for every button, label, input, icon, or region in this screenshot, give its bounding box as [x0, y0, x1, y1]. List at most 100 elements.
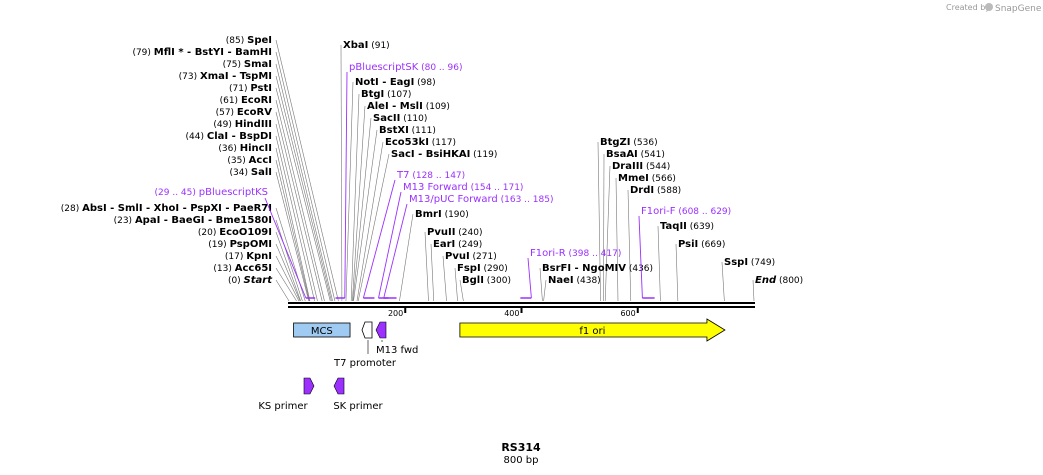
- site-smai[interactable]: (75) SmaI: [223, 59, 272, 70]
- site-ecorv[interactable]: (57) EcoRV: [216, 107, 273, 118]
- site-connector: [275, 147, 311, 302]
- site-kpni[interactable]: (17) KpnI: [225, 251, 272, 262]
- primer-pbluescriptks[interactable]: (29 .. 45) pBluescriptKS: [155, 187, 316, 299]
- site-name: NaeI: [548, 275, 574, 286]
- site-position: (544): [643, 162, 670, 172]
- site-btgi[interactable]: BtgI (107): [361, 89, 411, 100]
- site-name: EcoRI: [241, 95, 272, 106]
- site-mfli-bstyi-bamhi[interactable]: (79) MflI * - BstYI - BamHI: [132, 47, 272, 58]
- site-position: (749): [748, 258, 775, 268]
- site-label: PvuI (271): [445, 251, 497, 262]
- site-name: AccI: [249, 155, 272, 166]
- site-label: TaqII (639): [660, 221, 714, 232]
- site-absi-smli-xhoi-pspxi-paer7i[interactable]: (28) AbsI - SmlI - XhoI - PspXI - PaeR7I: [61, 203, 272, 214]
- primer-connector: [378, 191, 402, 299]
- site-connector: [352, 105, 366, 302]
- site-eari[interactable]: EarI (249): [433, 239, 482, 250]
- site-label: SacI - BsiHKAI (119): [391, 149, 497, 160]
- site-acci[interactable]: (35) AccI: [227, 155, 272, 166]
- site-connector: [275, 279, 290, 302]
- site-end[interactable]: End (800): [755, 275, 803, 286]
- site-xbai[interactable]: XbaI (91): [343, 40, 390, 51]
- site-label: (73) XmaI - TspMI: [179, 71, 272, 82]
- site-label: BtgI (107): [361, 89, 411, 100]
- site-position: (19): [208, 240, 229, 250]
- site-sacii[interactable]: SacII (110): [373, 113, 427, 124]
- feature-ks-primer[interactable]: KS primer: [258, 377, 315, 412]
- site-bgli[interactable]: BglI (300): [462, 275, 511, 286]
- primer-f1ori-r[interactable]: F1ori-R (398 .. 417): [520, 248, 621, 299]
- site-ecori[interactable]: (61) EcoRI: [220, 95, 272, 106]
- site-connector: [275, 171, 310, 302]
- site-taqii[interactable]: TaqII (639): [660, 221, 714, 232]
- site-hindiii[interactable]: (49) HindIII: [213, 119, 272, 130]
- site-connector: [543, 279, 547, 302]
- site-position: (109): [423, 102, 450, 112]
- site-name: BtgZI: [600, 137, 631, 148]
- primer-m13-puc-forward[interactable]: M13/pUC Forward (163 .. 185): [383, 194, 554, 299]
- site-connector: [721, 261, 725, 302]
- site-name: PspOMI: [230, 239, 272, 250]
- primer-name: pBluescriptKS: [199, 187, 268, 198]
- site-name: PvuI: [445, 251, 470, 262]
- site-start[interactable]: (0) Start: [228, 275, 273, 286]
- feature-f1-ori[interactable]: f1 ori: [459, 318, 726, 342]
- site-name: MmeI: [618, 173, 649, 184]
- site-acc65i[interactable]: (13) Acc65I: [213, 263, 272, 274]
- site-connector: [356, 141, 384, 302]
- site-apai-baegi-bme1580i[interactable]: (23) ApaI - BaeGI - Bme1580I: [114, 215, 272, 226]
- site-name: Acc65I: [235, 263, 272, 274]
- site-name: HindIII: [235, 119, 272, 130]
- site-name: PstI: [250, 83, 272, 94]
- site-bsaai[interactable]: BsaAI (541): [606, 149, 665, 160]
- site-sspi[interactable]: SspI (749): [724, 257, 775, 268]
- site-btgzi[interactable]: BtgZI (536): [600, 137, 658, 148]
- site-fspi[interactable]: FspI (290): [457, 263, 508, 274]
- site-bstxi[interactable]: BstXI (111): [379, 125, 436, 136]
- site-pvui[interactable]: PvuI (271): [445, 251, 497, 262]
- site-drdi[interactable]: DrdI (588): [630, 185, 681, 196]
- site-position: (117): [429, 138, 456, 148]
- site-label: (44) ClaI - BspDI: [186, 131, 272, 142]
- site-name: DraIII: [612, 161, 643, 172]
- site-naei[interactable]: NaeI (438): [548, 275, 601, 286]
- primer-pbluescriptsk[interactable]: pBluescriptSK (80 .. 96): [335, 62, 463, 299]
- site-pvuii[interactable]: PvuII (240): [427, 227, 482, 238]
- feature-mcs[interactable]: MCS: [293, 322, 351, 338]
- site-connector: [539, 267, 543, 302]
- site-sali[interactable]: (34) SalI: [230, 167, 272, 178]
- site-eco53ki[interactable]: Eco53kI (117): [385, 137, 456, 148]
- site-connector: [275, 39, 339, 302]
- site-pspomi[interactable]: (19) PspOMI: [208, 239, 272, 250]
- site-position: (71): [229, 84, 250, 94]
- site-saci-bsihkai[interactable]: SacI - BsiHKAI (119): [391, 149, 497, 160]
- primer-t7[interactable]: T7 (128 .. 147): [362, 170, 465, 299]
- primer-arrow-icon: [303, 377, 315, 395]
- site-label: (13) Acc65I: [213, 263, 272, 274]
- backbone: [288, 302, 755, 308]
- site-clai-bspdi[interactable]: (44) ClaI - BspDI: [186, 131, 272, 142]
- snapgene-brand: SnapGene: [995, 4, 1042, 14]
- feature-m13-fwd[interactable]: M13 fwd: [375, 321, 418, 356]
- feature-t7-promoter[interactable]: T7 promoter: [333, 321, 397, 369]
- site-position: (79): [132, 48, 153, 58]
- site-mmei[interactable]: MmeI (566): [618, 173, 676, 184]
- site-ecoo109i[interactable]: (20) EcoO109I: [198, 227, 272, 238]
- feature-arrow: [459, 318, 726, 342]
- site-hincii[interactable]: (36) HincII: [218, 143, 272, 154]
- primer-arrow-icon: [375, 321, 387, 339]
- site-name: Eco53kI: [385, 137, 429, 148]
- primer-connector: [264, 197, 307, 299]
- primer-f1ori-f[interactable]: F1ori-F (608 .. 629): [638, 206, 731, 299]
- site-spei[interactable]: (85) SpeI: [226, 35, 272, 46]
- site-name: DrdI: [630, 185, 654, 196]
- site-psti[interactable]: (71) PstI: [229, 83, 272, 94]
- site-bmri[interactable]: BmrI (190): [415, 209, 469, 220]
- site-bsrfi-ngomiv[interactable]: BsrFI - NgoMIV (436): [542, 263, 653, 274]
- site-draiii[interactable]: DraIII (544): [612, 161, 670, 172]
- site-psii[interactable]: PsiI (669): [678, 239, 725, 250]
- site-noti-eagi[interactable]: NotI - EagI (98): [355, 77, 436, 88]
- feature-sk-primer[interactable]: SK primer: [333, 377, 384, 412]
- site-alei-msli[interactable]: AleI - MslI (109): [367, 101, 450, 112]
- site-xmai-tspmi[interactable]: (73) XmaI - TspMI: [179, 71, 272, 82]
